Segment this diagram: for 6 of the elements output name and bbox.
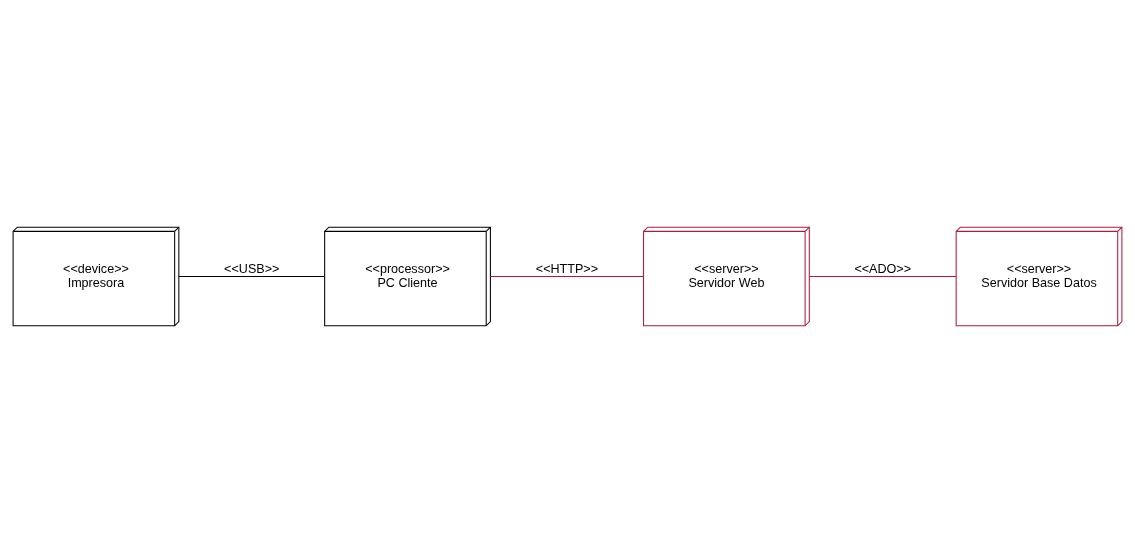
edge-label: <<USB>> [224, 261, 280, 276]
edge-label: <<HTTP>> [535, 261, 599, 276]
connector [178, 275, 326, 277]
connector [490, 275, 644, 277]
connector [808, 275, 957, 277]
edge-label: <<ADO>> [854, 261, 912, 276]
